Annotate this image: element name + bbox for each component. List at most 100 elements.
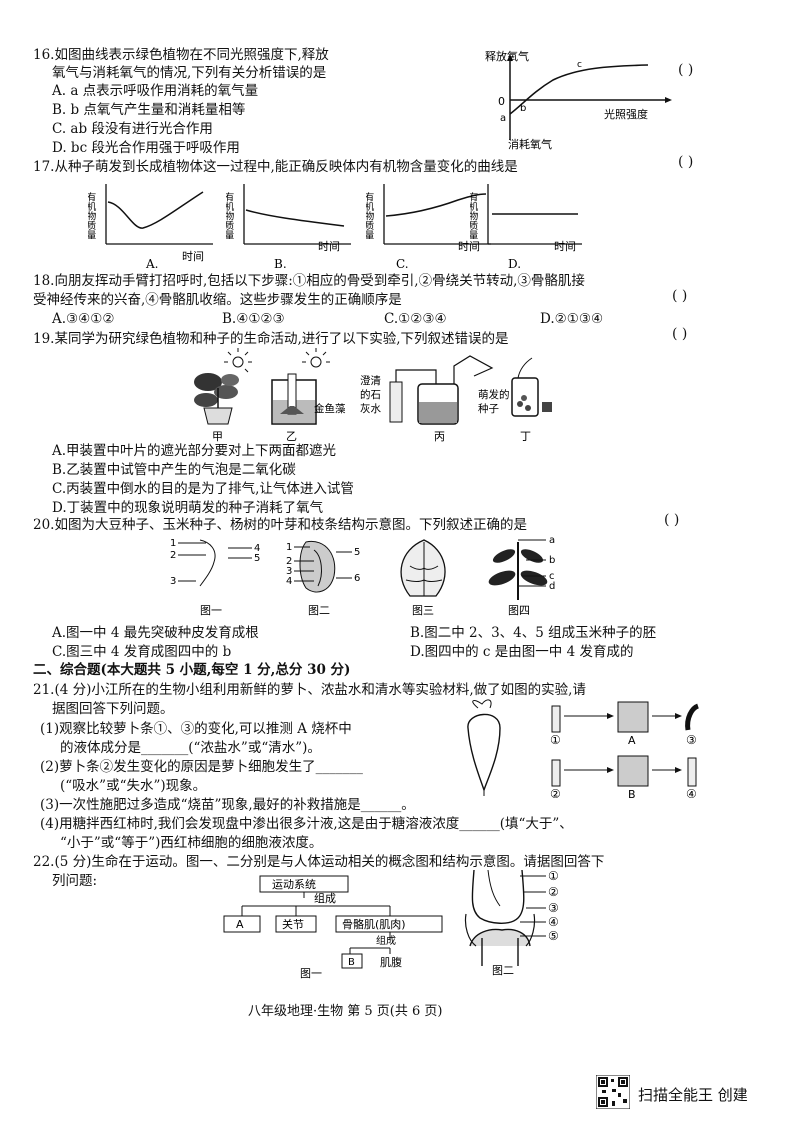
q16-label-b: b: [520, 103, 526, 114]
q16-answer-paren: ( ): [678, 62, 694, 78]
q19-bottle-bing: 澄清 的石 灰水 丙: [360, 355, 494, 443]
svg-text:组成: 组成: [314, 891, 336, 905]
svg-text:a: a: [549, 536, 555, 546]
q16-label-c: c: [577, 60, 582, 70]
q18-option-a: A.③④①②: [52, 311, 115, 327]
qr-code-icon: [595, 1074, 631, 1110]
q17-stem: 17.从种子萌发到长成植物体这一过程中,能正确反映体内有机物含量变化的曲线是: [33, 159, 518, 175]
q17-label-a: A.: [145, 257, 158, 270]
q18-option-b: B.④①②③: [222, 311, 285, 327]
svg-text:澄清: 澄清: [360, 374, 381, 387]
svg-text:c: c: [549, 571, 555, 582]
q18-stem-line2: 受神经传来的兴奋,④骨骼肌收缩。这些步骤发生的正确顺序是: [33, 292, 402, 308]
q21-part1-line1: (1)观察比较萝卜条①、③的变化,可以推测 A 烧杯中: [40, 721, 352, 737]
q19-beaker-yi: 金鱼藻 乙: [271, 348, 346, 443]
svg-text:①: ①: [550, 733, 561, 747]
svg-text:时间: 时间: [554, 240, 576, 253]
svg-text:1: 1: [170, 538, 176, 549]
svg-text:⑤: ⑤: [548, 929, 559, 943]
q18-stem-line1: 18.向朋友挥动手臂打招呼时,包括以下步骤:①相应的骨受到牵引,②骨绕关节转动,…: [33, 273, 585, 289]
svg-text:1: 1: [286, 542, 292, 553]
q20-fig3-leaf-bud: 图三: [400, 539, 446, 617]
svg-text:6: 6: [354, 573, 360, 584]
svg-text:骨骼肌(肌肉): 骨骼肌(肌肉): [342, 917, 406, 931]
q21-part3: (3)一次性施肥过多造成“烧苗”现象,最好的补救措施是______。: [40, 797, 415, 813]
q20-option-c: C.图三中 4 发育成图四中的 b: [52, 644, 232, 660]
q16-option-c: C. ab 段没有进行光合作用: [52, 121, 213, 137]
svg-text:丙: 丙: [434, 430, 445, 443]
svg-text:④: ④: [686, 787, 697, 798]
q19-jar-ding: 萌发的 种子 丁: [478, 357, 552, 443]
scanner-watermark: 扫描全能王 创建: [638, 1086, 748, 1104]
svg-text:d: d: [549, 581, 555, 592]
svg-text:种子: 种子: [478, 402, 499, 415]
q20-structure-figures: 1 2 3 4 5 图一 1 2 3 4 5 6 图二 图: [166, 536, 576, 620]
q17-graph-b: 有机物质量 时间 B.: [226, 180, 356, 270]
svg-text:2: 2: [286, 556, 292, 567]
svg-text:4: 4: [286, 576, 292, 587]
svg-text:3: 3: [170, 576, 176, 587]
q21-part4-line2: “小于”或“等于”)西红柿细胞的细胞液浓度。: [60, 835, 323, 851]
q16-option-d: D. bc 段光合作用强于呼吸作用: [52, 140, 240, 156]
q21-stem-line2: 据图回答下列问题。: [52, 701, 174, 717]
q18-option-d: D.②①③④: [540, 311, 604, 327]
svg-text:乙: 乙: [286, 430, 297, 443]
svg-text:5: 5: [254, 553, 260, 564]
q16-curve: [509, 64, 649, 115]
svg-text:的石: 的石: [360, 388, 381, 401]
q19-plant-jia: 甲: [194, 348, 252, 443]
q22-stem-line2: 列问题:: [52, 873, 98, 889]
q16-label-a: a: [500, 113, 506, 124]
q19-option-c: C.丙装置中倒水的目的是为了排气,让气体进入试管: [52, 481, 354, 497]
q19-apparatus-figure: 甲 金鱼藻 乙 澄清 的石 灰水 丙: [186, 348, 566, 444]
svg-text:甲: 甲: [212, 430, 223, 443]
q17-answer-paren: ( ): [678, 154, 694, 170]
q17-graph-c: 有机物质量 时间 C.: [366, 180, 496, 270]
svg-text:③: ③: [686, 733, 697, 747]
q19-option-d: D.丁装置中的现象说明萌发的种子消耗了氧气: [52, 500, 324, 516]
q21-radish-experiment-figure: ① ② A B ③ ④: [460, 698, 710, 798]
concept-box-b: B: [348, 957, 355, 968]
q21-stem-line1: 21.(4 分)小江所在的生物小组利用新鲜的萝卜、浓盐水和清水等实验材料,做了如…: [33, 682, 586, 698]
svg-text:有机物质量: 有机物质量: [88, 191, 96, 239]
svg-text:图四: 图四: [508, 604, 530, 617]
svg-text:①: ①: [548, 869, 559, 883]
q20-option-d: D.图四中的 c 是由图一中 4 发育成的: [410, 644, 634, 660]
q22-joint-diagram: ① ② ③ ④ ⑤ 图二: [460, 866, 580, 978]
section-2-heading: 二、综合题(本大题共 5 小题,每空 1 分,总分 30 分): [33, 662, 351, 678]
svg-text:时间: 时间: [458, 240, 480, 253]
q20-answer-paren: ( ): [664, 512, 680, 528]
svg-text:4: 4: [254, 543, 260, 554]
q20-fig1-bean-seed: 1 2 3 4 5 图一: [170, 538, 260, 617]
svg-text:组成: 组成: [376, 934, 396, 947]
q16-label-x: 光照强度: [604, 107, 648, 121]
svg-text:④: ④: [548, 915, 559, 929]
svg-text:图一: 图一: [200, 604, 222, 617]
svg-text:有机物质量: 有机物质量: [366, 191, 374, 239]
q16-stem-line1: 16.如图曲线表示绿色植物在不同光照强度下,释放: [33, 47, 329, 63]
q18-option-c: C.①②③④: [384, 311, 447, 327]
q20-option-a: A.图一中 4 最先突破种皮发育成根: [52, 625, 259, 641]
svg-text:图二: 图二: [308, 604, 330, 617]
svg-text:②: ②: [548, 885, 559, 899]
q16-label-y-down: 消耗氧气: [508, 137, 552, 151]
q20-fig2-corn-seed: 1 2 3 4 5 6 图二: [286, 540, 360, 617]
svg-text:2: 2: [170, 550, 176, 561]
q16-option-a: A. a 点表示呼吸作用消耗的氧气量: [52, 83, 259, 99]
svg-text:A: A: [628, 734, 636, 747]
svg-text:关节: 关节: [282, 917, 304, 931]
q19-answer-paren: ( ): [672, 326, 688, 342]
svg-text:灰水: 灰水: [360, 402, 381, 415]
q22-fig2-caption: 图二: [492, 964, 514, 977]
q21-part2-line1: (2)萝卜条②发生变化的原因是萝卜细胞发生了_______: [40, 759, 363, 775]
svg-text:肌腹: 肌腹: [380, 955, 402, 969]
q17-label-d: D.: [508, 257, 521, 270]
q19-option-a: A.甲装置中叶片的遮光部分要对上下两面都遮光: [52, 443, 337, 459]
concept-box-a: A: [236, 918, 244, 931]
svg-text:萌发的: 萌发的: [478, 388, 510, 401]
svg-text:图三: 图三: [412, 604, 434, 617]
q16-option-b: B. b 点氧气产生量和消耗量相等: [52, 102, 246, 118]
q20-fig4-branch: a b c d 图四: [488, 536, 555, 617]
svg-text:b: b: [549, 555, 555, 566]
q17-graph-d: 有机物质量 时间 D.: [470, 180, 600, 270]
